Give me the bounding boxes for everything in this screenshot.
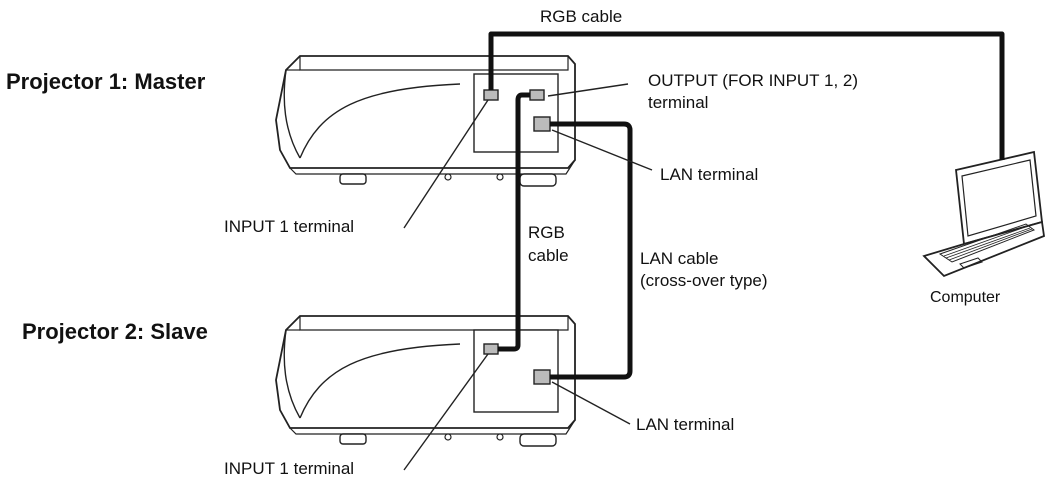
leader-lan-terminal-1 xyxy=(551,129,653,171)
output-port-1 xyxy=(529,89,545,101)
label-rgb-cable-top: RGB cable xyxy=(540,7,622,26)
lan-port-2 xyxy=(533,369,551,385)
label-projector-1: Projector 1: Master xyxy=(6,69,206,94)
rgb-cable-computer xyxy=(488,31,1005,160)
foot-right-1 xyxy=(519,173,557,187)
lan-cable xyxy=(550,121,633,380)
leader-input1-terminal-2 xyxy=(403,353,489,471)
label-lan-terminal-2: LAN terminal xyxy=(636,415,734,434)
input1-port-2 xyxy=(483,343,499,355)
leader-input1-terminal-1 xyxy=(403,99,489,229)
label-input1-terminal-2: INPUT 1 terminal xyxy=(224,459,354,478)
leader-lan-terminal-2 xyxy=(551,381,631,425)
label-lan-terminal-1: LAN terminal xyxy=(660,165,758,184)
label-output-terminal-line2: terminal xyxy=(648,93,708,112)
label-projector-2: Projector 2: Slave xyxy=(22,319,208,344)
label-rgb-cable-mid-line2: cable xyxy=(528,246,569,265)
foot-right-2 xyxy=(519,433,557,447)
projector-2 xyxy=(275,315,576,447)
leader-output-terminal xyxy=(547,83,629,97)
laptop-computer xyxy=(922,150,1045,278)
projector-1 xyxy=(275,55,576,187)
input1-port-1 xyxy=(483,89,499,101)
foot-left-1 xyxy=(339,173,367,185)
label-rgb-cable-mid-line1: RGB xyxy=(528,223,565,242)
label-lan-cable-line1: LAN cable xyxy=(640,249,718,268)
label-input1-terminal-1: INPUT 1 terminal xyxy=(224,217,354,236)
lan-port-1 xyxy=(533,116,551,132)
rgb-cable-projectors xyxy=(498,92,530,352)
label-lan-cable-line2: (cross-over type) xyxy=(640,271,768,290)
label-output-terminal-line1: OUTPUT (FOR INPUT 1, 2) xyxy=(648,71,858,90)
label-computer: Computer xyxy=(930,289,1001,306)
foot-left-2 xyxy=(339,433,367,445)
